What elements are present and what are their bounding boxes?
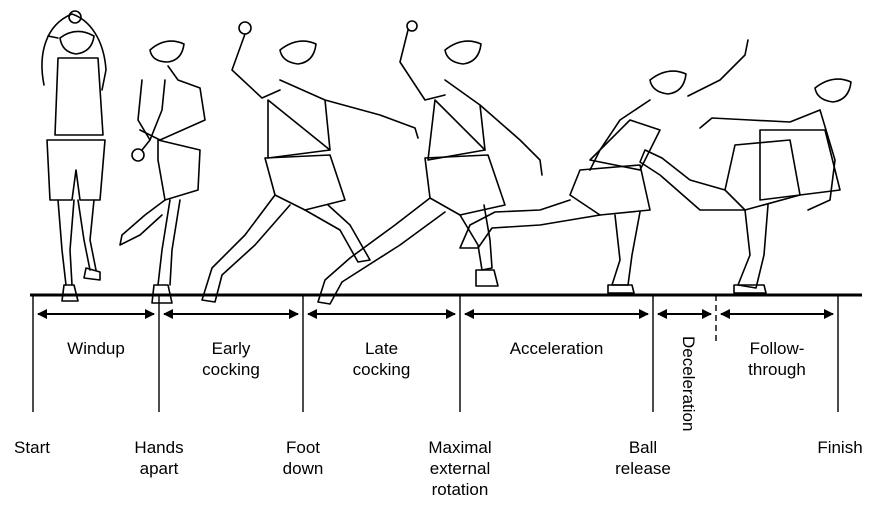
event-label-start: Start [2,437,62,458]
phase-label-deceleration: Deceleration [678,336,699,431]
event-label-foot-down: Foot down [273,437,333,479]
pitcher-figure-hands-apart [120,41,205,303]
event-label-finish: Finish [808,437,872,458]
event-label-ball-release: Ball release [608,437,678,479]
phase-label-late-cocking: Late cocking [308,338,455,380]
pitcher-figure-follow-through [640,79,851,293]
pitcher-figure-early-cocking [202,22,418,302]
phase-label-acceleration: Acceleration [465,338,648,359]
pitcher-figure-windup [42,11,106,301]
pitcher-figure-late-cocking [318,21,542,304]
pitcher-figure-ball-release [460,40,748,293]
phase-label-windup: Windup [38,338,154,359]
event-label-hands-apart: Hands apart [124,437,194,479]
phase-label-follow-through: Follow- through [721,338,833,380]
phase-label-early-cocking: Early cocking [164,338,298,380]
event-label-max-ext-rotation: Maximal external rotation [412,437,508,500]
